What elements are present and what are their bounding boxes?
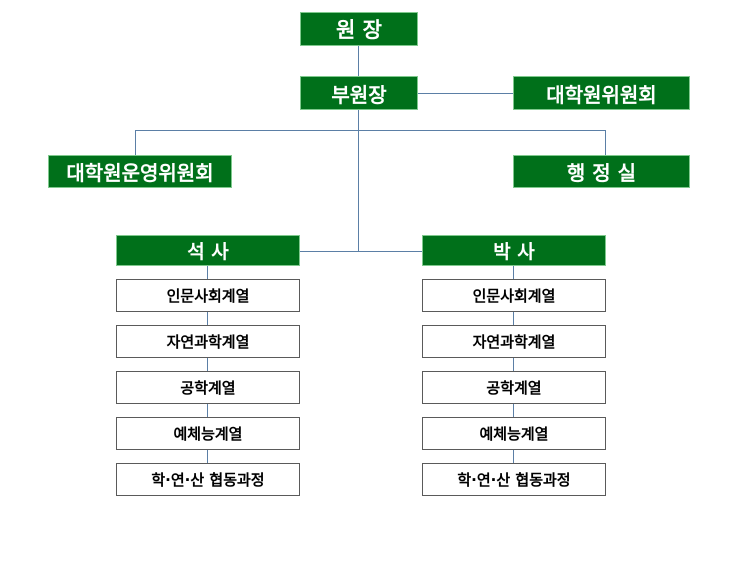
connector-masters-4 <box>207 404 208 417</box>
node-director[interactable]: 원 장 <box>300 12 418 46</box>
node-masters-program-4[interactable]: 예체능계열 <box>116 417 300 450</box>
node-masters-program-5[interactable]: 학·연·산 협동과정 <box>116 463 300 496</box>
connector-doctoral-5 <box>513 450 514 463</box>
connector-director-to-vice <box>358 45 359 76</box>
node-doctoral-program-4[interactable]: 예체능계열 <box>422 417 606 450</box>
connector-vice-to-graduate-committee <box>418 93 513 94</box>
node-masters-program-1[interactable]: 인문사회계열 <box>116 279 300 312</box>
node-masters-program-3[interactable]: 공학계열 <box>116 371 300 404</box>
connector-masters-1 <box>207 266 208 279</box>
node-vice-director[interactable]: 부원장 <box>300 76 418 110</box>
node-doctoral-program-1[interactable]: 인문사회계열 <box>422 279 606 312</box>
connector-masters-2 <box>207 312 208 325</box>
connector-trunk-to-doctoral <box>358 251 422 252</box>
connector-masters-5 <box>207 450 208 463</box>
connector-doctoral-3 <box>513 358 514 371</box>
connector-doctoral-2 <box>513 312 514 325</box>
connector-bus-to-steering-committee <box>135 130 136 155</box>
connector-doctoral-4 <box>513 404 514 417</box>
connector-vice-trunk <box>358 110 359 251</box>
connector-masters-3 <box>207 358 208 371</box>
node-doctoral-program-3[interactable]: 공학계열 <box>422 371 606 404</box>
node-admin-office[interactable]: 행 정 실 <box>513 155 690 188</box>
node-masters-program-2[interactable]: 자연과학계열 <box>116 325 300 358</box>
node-doctoral[interactable]: 박 사 <box>422 235 606 266</box>
connector-trunk-to-masters <box>300 251 359 252</box>
node-doctoral-program-5[interactable]: 학·연·산 협동과정 <box>422 463 606 496</box>
node-masters[interactable]: 석 사 <box>116 235 300 266</box>
node-graduate-committee[interactable]: 대학원위원회 <box>513 76 690 110</box>
connector-doctoral-1 <box>513 266 514 279</box>
node-doctoral-program-2[interactable]: 자연과학계열 <box>422 325 606 358</box>
connector-bus-committees <box>135 130 606 131</box>
connector-bus-to-admin-office <box>605 130 606 155</box>
node-steering-committee[interactable]: 대학원운영위원회 <box>48 155 232 188</box>
